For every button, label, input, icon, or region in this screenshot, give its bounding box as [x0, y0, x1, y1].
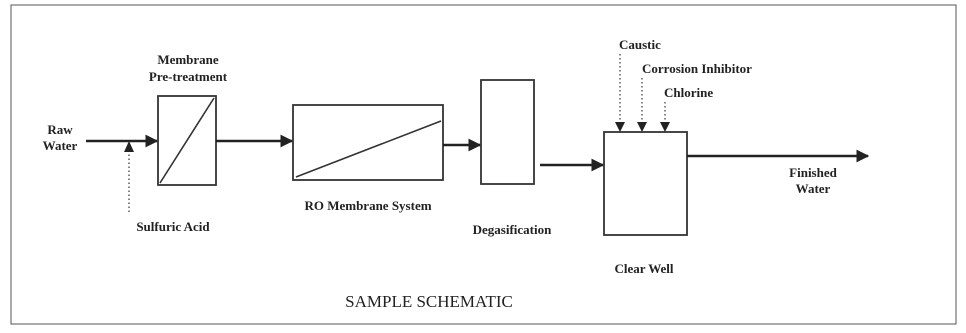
raw-water-label-line1: Raw — [47, 122, 73, 137]
finished-water-label-line1: Finished — [789, 165, 837, 180]
pretreatment-label-line1: Membrane — [157, 52, 219, 67]
corrosion-inhibitor-arrowhead — [637, 122, 647, 132]
degasification-unit — [480, 79, 535, 185]
raw-water-label-line2: Water — [43, 138, 78, 153]
ro-membrane-unit — [292, 104, 444, 181]
caustic-label: Caustic — [619, 37, 661, 52]
finished-water-label-line2: Water — [796, 181, 831, 196]
chlorine-label: Chlorine — [664, 85, 713, 100]
pretreatment-membrane-diagonal — [159, 97, 215, 184]
clear-well-label: Clear Well — [614, 261, 673, 276]
sulfuric-acid-label: Sulfuric Acid — [136, 219, 210, 234]
diagram-frame — [10, 4, 957, 325]
ro-system-label: RO Membrane System — [304, 198, 431, 213]
pretreatment-label-line2: Pre-treatment — [149, 69, 228, 84]
ro-membrane-diagonal — [295, 120, 442, 178]
corrosion-inhibitor-label: Corrosion Inhibitor — [642, 61, 752, 76]
degasification-label: Degasification — [473, 222, 552, 237]
sulfuric-acid-arrowhead — [124, 141, 134, 152]
clear-well-unit — [603, 131, 688, 236]
chlorine-arrowhead — [660, 122, 670, 132]
caustic-arrowhead — [615, 122, 625, 132]
schematic-title: SAMPLE SCHEMATIC — [345, 292, 513, 311]
